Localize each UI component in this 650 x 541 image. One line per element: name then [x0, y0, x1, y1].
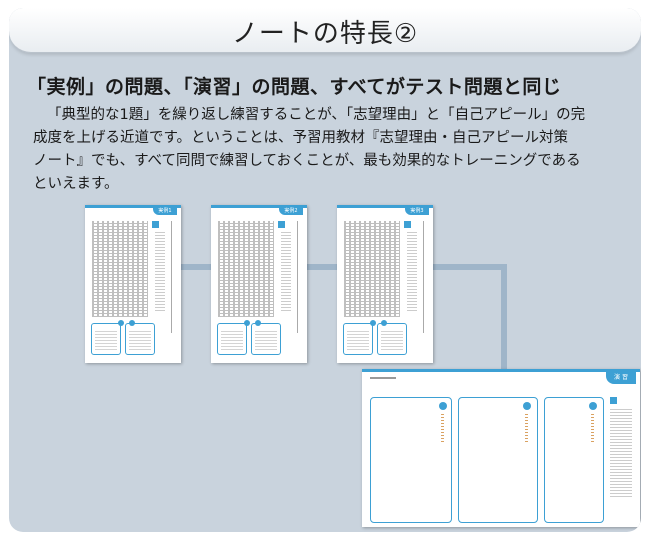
connector-line: [433, 264, 507, 270]
answer-guide-text: [441, 412, 444, 442]
comment-box: [91, 323, 121, 355]
body-line: 成度を上げる近道です。ということは、予習用教材『志望理由・自己アピール対策: [33, 130, 569, 146]
comment-text: [221, 330, 243, 350]
page-top-rule: [211, 205, 307, 208]
body-line: 「典型的な1題」を繰り返し練習することが、「志望理由」と「自己アピール」の完: [47, 107, 586, 123]
example-page-thumbnail: 実例1: [85, 205, 181, 363]
section-heading: 「実例」の問題、「演習」の問題、すべてがテスト問題と同じ: [27, 76, 562, 98]
example-page-thumbnail: 実例3: [337, 205, 433, 363]
body-line: といえます。: [33, 176, 119, 192]
point-marker-icon: [129, 320, 135, 326]
column-divider: [297, 221, 298, 333]
answer-box: [458, 397, 538, 523]
comment-box: [343, 323, 373, 355]
example-mark-icon: [404, 221, 411, 228]
point-marker-icon: [370, 320, 376, 326]
answer-number-icon: [523, 402, 531, 410]
answer-guide-text: [525, 412, 528, 442]
body-paragraph: 「典型的な1題」を繰り返し練習することが、「志望理由」と「自己アピール」の完 成…: [33, 104, 625, 196]
essay-text-block: [92, 221, 148, 317]
example-tab: 実例1: [153, 207, 177, 215]
comment-text: [381, 330, 403, 350]
comment-text: [255, 330, 277, 350]
comment-text: [95, 330, 117, 350]
connector-line: [181, 264, 215, 270]
comment-box: [217, 323, 247, 355]
connector-line: [307, 264, 341, 270]
page-title: ノートの特長②: [231, 19, 419, 49]
question-text: [155, 231, 165, 311]
comment-text: [129, 330, 151, 350]
page-top-rule: [362, 369, 640, 372]
comment-box: [377, 323, 407, 355]
page-top-rule: [337, 205, 433, 208]
point-marker-icon: [255, 320, 261, 326]
question-text: [610, 407, 632, 497]
essay-text-block: [218, 221, 274, 317]
practice-tab: 演 習: [606, 372, 636, 384]
example-page-thumbnail: 実例2: [211, 205, 307, 363]
practice-page-thumbnail: 演 習: [362, 369, 640, 527]
answer-guide-text: [591, 412, 594, 442]
example-tab: 実例3: [405, 207, 429, 215]
connector-line: [501, 264, 507, 372]
question-text: [281, 231, 291, 311]
header-text: [370, 377, 396, 379]
column-divider: [171, 221, 172, 333]
feature-panel: ノートの特長② 「実例」の問題、「演習」の問題、すべてがテスト問題と同じ 「典型…: [9, 8, 641, 532]
column-divider: [423, 221, 424, 333]
essay-text-block: [344, 221, 400, 317]
body-line: ノート』でも、すべて同問で練習しておくことが、最も効果的なトレーニングである: [33, 153, 581, 169]
answer-box: [370, 397, 452, 523]
title-bar: ノートの特長②: [9, 8, 641, 53]
answer-number-icon: [439, 402, 447, 410]
example-mark-icon: [278, 221, 285, 228]
practice-mark-icon: [610, 397, 617, 404]
example-mark-icon: [152, 221, 159, 228]
question-text: [407, 231, 417, 311]
point-marker-icon: [381, 320, 387, 326]
comment-box: [125, 323, 155, 355]
answer-box: [544, 397, 604, 523]
page-top-rule: [85, 205, 181, 208]
comment-box: [251, 323, 281, 355]
comment-text: [347, 330, 369, 350]
point-marker-icon: [118, 320, 124, 326]
point-marker-icon: [244, 320, 250, 326]
example-tab: 実例2: [279, 207, 303, 215]
answer-number-icon: [589, 402, 597, 410]
